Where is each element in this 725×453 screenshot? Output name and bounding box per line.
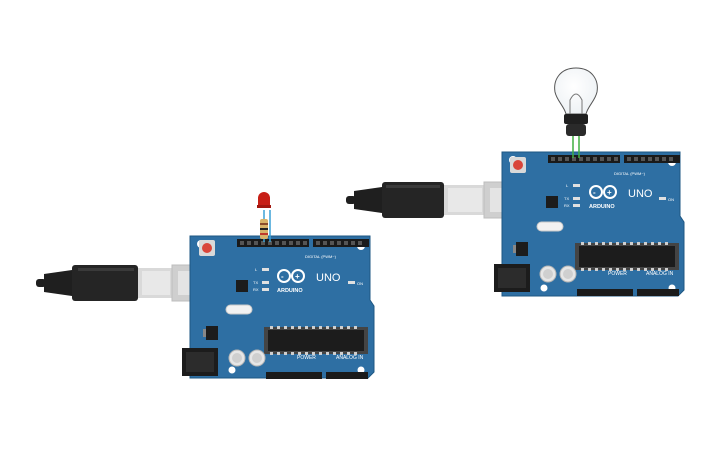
- svg-text:+: +: [607, 188, 612, 197]
- right-led-l-label: L: [566, 183, 569, 188]
- right-arduino-logo: - + ARDUINO UNO: [589, 185, 653, 210]
- right-power-label: POWER: [608, 271, 627, 277]
- bulb-base: [564, 114, 588, 124]
- right-digital-header: [548, 155, 680, 163]
- left-usb-chip: [236, 280, 248, 292]
- svg-text:+: +: [295, 272, 300, 281]
- left-led-tx-label: TX: [253, 280, 258, 285]
- right-arduino-assembly[interactable]: DIGITAL (PWM~) L TX RX - + ARDUINO UNO O…: [346, 67, 685, 297]
- left-status-leds: L TX RX: [253, 267, 269, 292]
- right-capacitors: [539, 265, 577, 283]
- right-brand-label: ARDUINO: [589, 204, 615, 210]
- left-arduino-assembly[interactable]: DIGITAL (PWM~) L TX RX - + ARDUINO UNO: [36, 192, 375, 379]
- right-analog-label: ANALOG IN: [646, 271, 674, 277]
- right-digital-label: DIGITAL (PWM~): [614, 171, 646, 176]
- right-light-bulb[interactable]: [554, 67, 598, 158]
- right-on-label: ON: [668, 197, 674, 202]
- left-atmega-chip: [264, 326, 368, 355]
- left-on-label: ON: [357, 281, 363, 286]
- left-led-l-label: L: [255, 267, 258, 272]
- right-crystal: [536, 221, 564, 232]
- right-arduino-board[interactable]: DIGITAL (PWM~) L TX RX - + ARDUINO UNO O…: [494, 151, 685, 297]
- right-power-header: [577, 289, 679, 296]
- svg-text:-: -: [593, 188, 596, 197]
- right-led-tx-label: TX: [564, 196, 569, 201]
- left-usb-cable[interactable]: [36, 264, 217, 302]
- svg-text:-: -: [281, 272, 284, 281]
- left-brand-label: ARDUINO: [277, 288, 303, 294]
- left-arduino-logo: - + ARDUINO UNO: [277, 269, 341, 294]
- right-status-leds: L TX RX: [564, 183, 580, 208]
- left-power-label: POWER: [297, 355, 316, 361]
- left-analog-label: ANALOG IN: [336, 355, 364, 361]
- right-atmega-chip: [575, 242, 679, 271]
- left-crystal: [225, 304, 253, 315]
- right-reset-button[interactable]: [510, 157, 526, 173]
- left-arduino-board[interactable]: DIGITAL (PWM~) L TX RX - + ARDUINO UNO: [182, 235, 375, 379]
- right-regulator: [516, 242, 528, 256]
- left-led-rx-label: RX: [253, 287, 259, 292]
- left-reset-button[interactable]: [199, 240, 215, 256]
- left-digital-header: [237, 239, 369, 247]
- left-power-header: [266, 372, 368, 379]
- right-model-label: UNO: [628, 188, 653, 200]
- left-red-led[interactable]: [257, 192, 271, 242]
- left-digital-label: DIGITAL (PWM~): [305, 254, 337, 259]
- left-capacitors: [228, 349, 266, 367]
- right-usb-chip: [546, 196, 558, 208]
- right-led-rx-label: RX: [564, 203, 570, 208]
- left-model-label: UNO: [316, 272, 341, 284]
- left-regulator: [206, 326, 218, 340]
- right-usb-cable[interactable]: [346, 181, 527, 219]
